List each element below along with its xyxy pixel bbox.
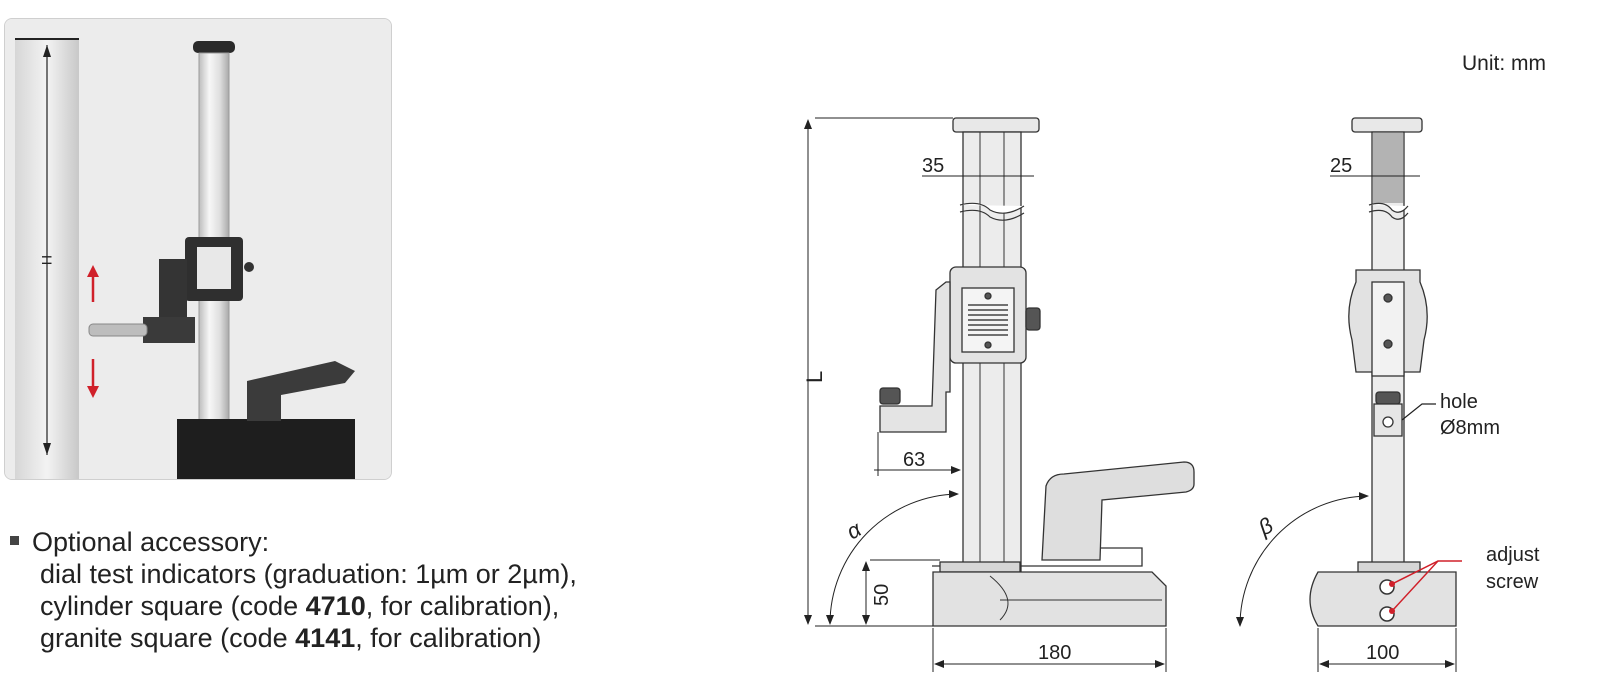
front-angle-label: α xyxy=(842,516,867,545)
product-photo: H xyxy=(4,18,392,480)
unit-label: Unit: mm xyxy=(1462,52,1546,75)
photo-indicator xyxy=(88,323,148,337)
hole-icon xyxy=(1382,416,1394,428)
adjust-label-line1: adjust xyxy=(1486,544,1540,566)
front-arm xyxy=(879,281,951,433)
cylinder-suffix: , for calibration), xyxy=(365,591,560,621)
photo-handle xyxy=(247,361,355,421)
front-arm-reach-label: 63 xyxy=(903,449,925,471)
accessory-line-cylinder: cylinder square (code 4710, for calibrat… xyxy=(8,590,748,622)
front-dimensions xyxy=(804,117,1167,672)
accessory-heading: Optional accessory: xyxy=(32,527,270,557)
accessory-line-granite: granite square (code 4141, for calibrati… xyxy=(8,622,748,654)
front-top-cap xyxy=(952,117,1040,133)
granite-code: 4141 xyxy=(295,623,356,653)
adjust-leader-lower xyxy=(1391,560,1439,612)
hole-leader xyxy=(1401,403,1436,421)
adjust-label-line2: screw xyxy=(1486,571,1539,593)
front-base xyxy=(932,571,1167,627)
accessory-note: Optional accessory: dial test indicators… xyxy=(8,526,748,654)
down-arrow-icon xyxy=(87,359,99,398)
side-base-width-label: 100 xyxy=(1366,642,1399,664)
photo-illustration: H xyxy=(5,19,391,479)
side-angle-arc xyxy=(1236,492,1369,627)
front-arm-screw xyxy=(879,387,901,405)
front-base-height-label: 50 xyxy=(871,584,893,606)
front-knob xyxy=(1025,307,1041,331)
front-view xyxy=(879,117,1195,627)
hole-label-line2: Ø8mm xyxy=(1440,417,1500,439)
side-arm-screw xyxy=(1375,391,1401,405)
side-column-width-label: 25 xyxy=(1330,155,1352,177)
cylinder-prefix: cylinder square (code xyxy=(40,591,306,621)
front-angle-arc xyxy=(826,490,959,625)
photo-base xyxy=(177,419,355,479)
front-handle xyxy=(1041,461,1195,561)
front-base-length-label: 180 xyxy=(1038,642,1071,664)
side-dimensions xyxy=(1236,175,1462,672)
accessory-line-indicators: dial test indicators (graduation: 1µm or… xyxy=(40,559,577,589)
front-column-width-label: 35 xyxy=(922,155,944,177)
granite-suffix: , for calibration) xyxy=(355,623,542,653)
front-length-label: L xyxy=(802,371,827,383)
side-view xyxy=(1309,117,1457,627)
cylinder-code: 4710 xyxy=(305,591,366,621)
bullet-icon xyxy=(10,536,19,546)
up-arrow-icon xyxy=(87,265,99,302)
granite-prefix: granite square (code xyxy=(40,623,296,653)
side-top-cap xyxy=(1351,117,1423,133)
side-angle-label: β xyxy=(1253,512,1278,541)
hole-label-line1: hole xyxy=(1440,391,1478,413)
accessory-heading-line: Optional accessory: xyxy=(8,526,748,558)
photo-height-label: H xyxy=(39,255,55,265)
